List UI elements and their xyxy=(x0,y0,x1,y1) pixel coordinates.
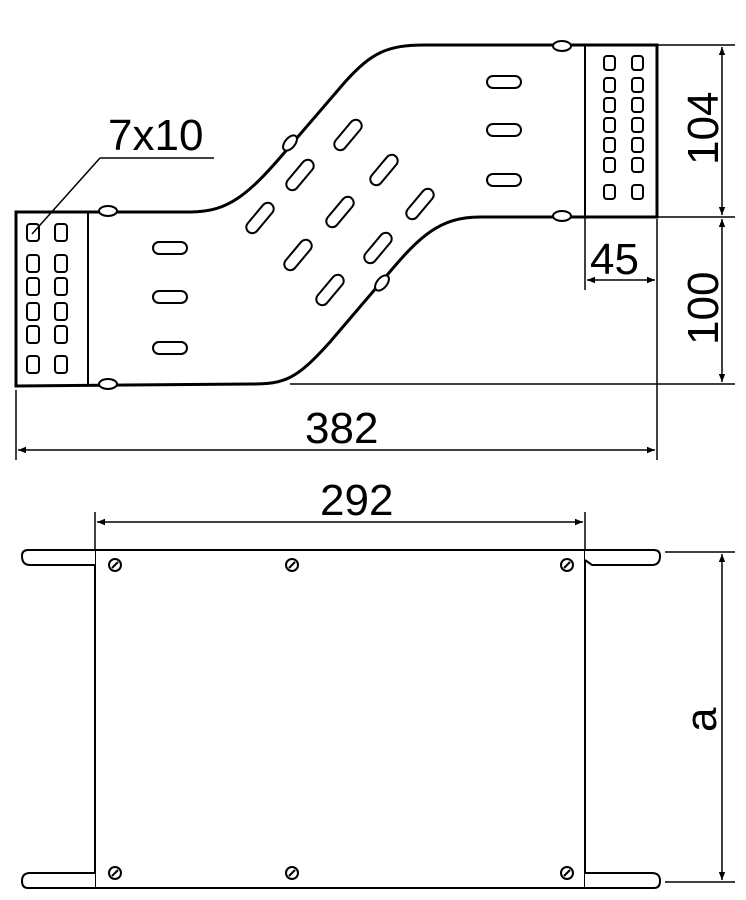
square-hole xyxy=(54,223,68,242)
square-hole xyxy=(631,97,644,113)
square-hole xyxy=(54,325,68,344)
dimension-a: a xyxy=(665,551,735,883)
screw-slot xyxy=(288,869,296,877)
cover-screws xyxy=(108,558,574,880)
slot xyxy=(152,341,188,355)
dimension-292: 292 xyxy=(94,476,586,550)
slot xyxy=(285,158,315,192)
square-hole xyxy=(631,77,644,93)
square-hole xyxy=(26,254,40,273)
slot xyxy=(486,173,522,187)
slot xyxy=(152,241,188,255)
square-hole xyxy=(631,184,644,200)
offset-tray-top-view xyxy=(14,40,659,390)
slot xyxy=(369,153,399,187)
screw-slot xyxy=(563,561,571,569)
square-hole xyxy=(603,184,616,200)
dimension-104: 104 xyxy=(290,44,735,385)
hole-size-label: 7x10 xyxy=(108,111,203,160)
square-hole xyxy=(631,137,644,153)
slot xyxy=(152,290,188,304)
slot xyxy=(486,123,522,137)
square-hole xyxy=(26,277,40,296)
square-hole xyxy=(603,137,616,153)
height-100-label: 100 xyxy=(679,272,728,345)
slot xyxy=(486,75,522,89)
length-292-label: 292 xyxy=(320,476,393,525)
square-hole xyxy=(26,355,40,374)
square-hole xyxy=(26,302,40,321)
tray-slots xyxy=(152,75,522,355)
left-plate-holes xyxy=(26,223,68,374)
right-plate-holes xyxy=(603,55,644,200)
width-a-label: a xyxy=(677,707,726,732)
slot xyxy=(245,201,275,235)
square-hole xyxy=(54,254,68,273)
square-hole xyxy=(631,117,644,133)
dimension-382: 382 xyxy=(15,219,658,460)
square-hole xyxy=(603,117,616,133)
square-hole xyxy=(26,325,40,344)
slot xyxy=(283,238,313,272)
square-hole xyxy=(54,355,68,374)
slot xyxy=(333,118,363,152)
screw-slot xyxy=(111,561,119,569)
square-hole xyxy=(54,302,68,321)
slot xyxy=(315,273,345,307)
slot xyxy=(363,231,393,265)
slot xyxy=(325,195,355,229)
square-hole xyxy=(603,97,616,113)
square-hole xyxy=(631,55,644,71)
square-hole xyxy=(54,277,68,296)
square-hole xyxy=(603,157,616,173)
dimension-7x10: 7x10 xyxy=(31,111,214,235)
screw-slot xyxy=(563,869,571,877)
width-45-label: 45 xyxy=(590,235,639,284)
length-382-label: 382 xyxy=(305,404,378,453)
dimension-100: 100 xyxy=(679,219,728,382)
height-104-label: 104 xyxy=(679,92,728,165)
square-hole xyxy=(603,55,616,71)
cover-bottom-view xyxy=(20,549,662,889)
square-hole xyxy=(603,77,616,93)
square-hole xyxy=(631,157,644,173)
dimension-45: 45 xyxy=(584,217,655,290)
screw-slot xyxy=(111,869,119,877)
screw-slot xyxy=(288,561,296,569)
slot xyxy=(405,187,435,221)
cover-tabs xyxy=(20,549,662,889)
